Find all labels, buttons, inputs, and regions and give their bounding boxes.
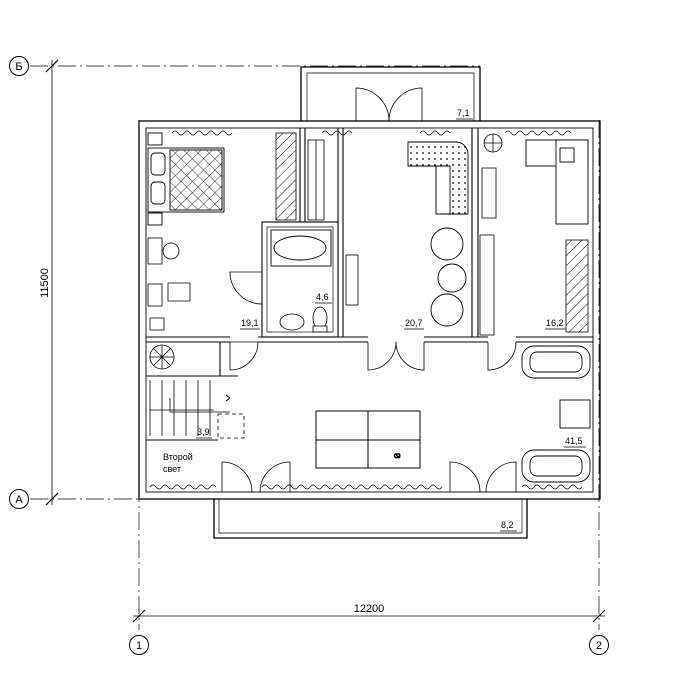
hall-side-table (559, 399, 591, 429)
axis-bubble-row-b: Б (9, 56, 29, 76)
sofa-right (525, 139, 589, 225)
axis-label-a: А (15, 494, 23, 506)
sofa-center (407, 141, 469, 215)
dimension-vertical: 11500 (39, 59, 59, 506)
area-label-right-room: 16,2 (545, 318, 566, 330)
armchairs (430, 227, 467, 327)
svg-text:Второй: Второй (163, 452, 193, 462)
dimension-height-text: 11500 (39, 268, 51, 298)
interior-walls (146, 128, 593, 441)
hall-sofa-bottom (521, 449, 591, 483)
axis-bubble-col-2: 2 (589, 635, 609, 655)
hall-table: ශ (315, 410, 421, 469)
windows-top (171, 130, 572, 136)
area-label-bathroom: 4,6 (315, 292, 332, 304)
svg-text:ශ: ශ (394, 450, 401, 460)
exterior-walls (138, 66, 601, 539)
svg-text:7,1: 7,1 (457, 108, 470, 118)
axis-label-b: Б (15, 61, 22, 73)
svg-text:16,2: 16,2 (546, 318, 564, 328)
svg-text:3,9: 3,9 (197, 427, 210, 437)
second-light-note: Второй свет (163, 452, 193, 474)
console-right (481, 167, 497, 219)
area-label-hall: 41,5 (564, 436, 586, 448)
area-label-balcony-top: 7,1 (456, 108, 473, 120)
svg-text:8,2: 8,2 (501, 520, 514, 530)
windows-bottom (149, 484, 583, 490)
axis-bubble-row-a: А (9, 489, 29, 509)
hall-sofa-top (521, 345, 591, 379)
svg-text:41,5: 41,5 (565, 436, 583, 446)
bathtub (270, 229, 332, 267)
desk-left (147, 237, 191, 331)
doors (221, 87, 517, 493)
area-label-living: 20,7 (404, 318, 424, 330)
tv-unit (345, 254, 359, 306)
axis-bubble-col-1: 1 (129, 635, 149, 655)
dimension-horizontal: 12200 (132, 603, 606, 623)
wardrobes (275, 132, 589, 336)
wheel-table (149, 344, 175, 370)
stairs (149, 380, 245, 439)
area-label-terrace: 8,2 (500, 520, 517, 532)
svg-text:20,7: 20,7 (405, 318, 423, 328)
bed (147, 132, 225, 226)
dimension-width-text: 12200 (354, 603, 385, 615)
svg-text:4,6: 4,6 (316, 292, 329, 302)
axis-label-2: 2 (596, 640, 602, 652)
area-label-bedroom: 19,1 (240, 318, 260, 330)
area-label-stair: 3,9 (196, 427, 212, 439)
bathroom-fixtures (279, 306, 328, 333)
plant (483, 133, 503, 153)
svg-text:19,1: 19,1 (241, 318, 259, 328)
svg-text:свет: свет (163, 464, 181, 474)
axis-label-1: 1 (136, 640, 142, 652)
